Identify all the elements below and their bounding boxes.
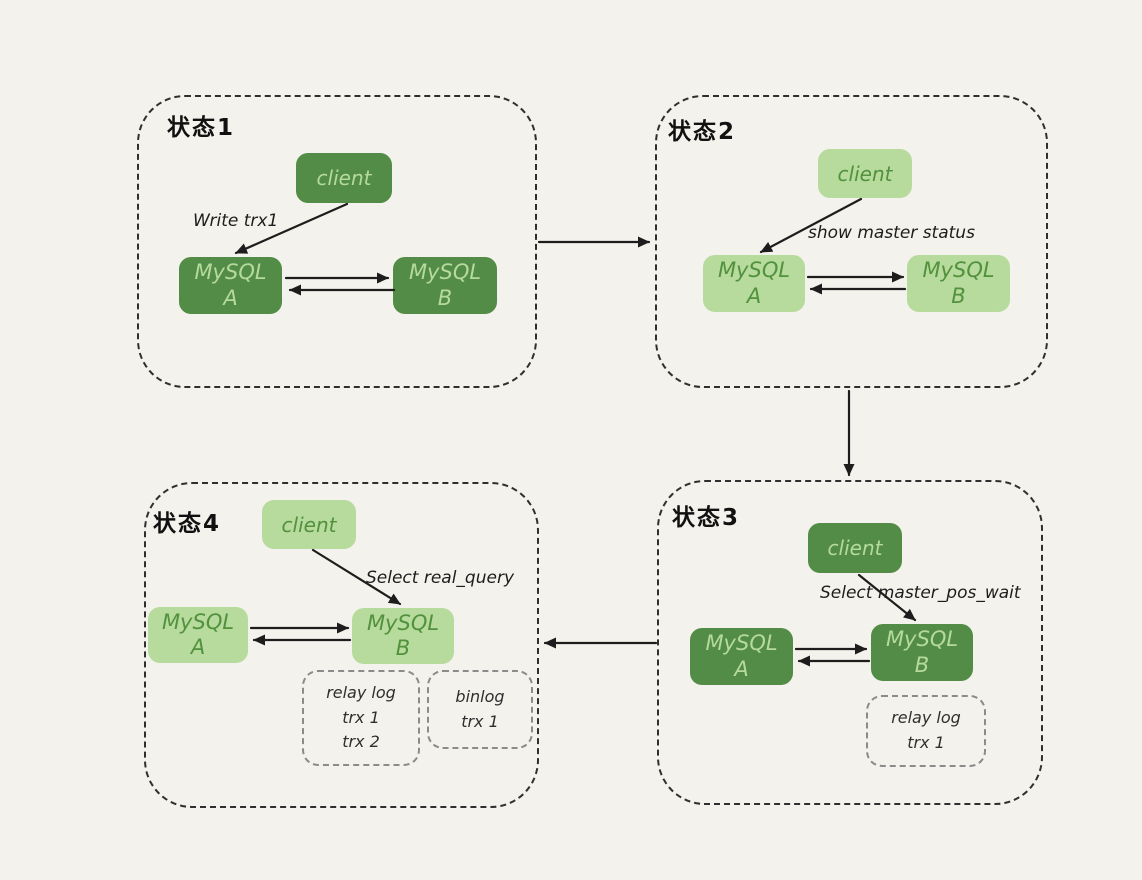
mysql-name: MySQL — [161, 609, 235, 634]
state4-client-node: client — [262, 500, 356, 549]
state2-panel — [655, 95, 1048, 388]
mysql-name: MySQL — [705, 631, 778, 656]
state3-title: 状态3 — [672, 505, 741, 531]
mysql-id: A — [734, 656, 749, 681]
mysql-id: B — [437, 285, 453, 310]
state2-title: 状态2 — [668, 119, 737, 145]
state2-action-label: show master status — [808, 223, 975, 243]
log-title: binlog — [455, 686, 505, 706]
mysql-name: MySQL — [194, 260, 267, 285]
state3-client-node: client — [808, 523, 902, 573]
state1-mysql-a-node: MySQL A — [179, 257, 282, 314]
state3-mysql-a-node: MySQL A — [690, 628, 793, 685]
state1-title: 状态1 — [167, 115, 236, 141]
state1-panel — [137, 95, 537, 388]
state4-binlog-box: binlog trx 1 — [427, 670, 533, 749]
state4-relay-log-box: relay log trx 1 trx 2 — [302, 670, 420, 766]
state2-client-node: client — [818, 149, 912, 198]
log-title: relay log — [891, 708, 961, 728]
mysql-id: A — [190, 635, 206, 659]
mysql-id: B — [914, 652, 930, 677]
state1-client-node: client — [296, 153, 392, 203]
log-entry: trx 2 — [342, 732, 380, 752]
state4-action-label: Select real_query — [366, 568, 515, 588]
state4-mysql-a-node: MySQL A — [148, 607, 248, 663]
state1-action-label: Write trx1 — [193, 211, 279, 231]
mysql-id: B — [395, 636, 411, 660]
state3-panel — [657, 480, 1043, 805]
mysql-name: MySQL — [408, 260, 482, 285]
client-label: client — [281, 512, 337, 537]
state1-mysql-b-node: MySQL B — [393, 257, 497, 314]
state2-mysql-a-node: MySQL A — [703, 255, 805, 312]
state3-action-label: Select master_pos_wait — [820, 583, 1021, 603]
state4-mysql-b-node: MySQL B — [352, 608, 454, 664]
mysql-name: MySQL — [366, 610, 440, 635]
client-label: client — [827, 536, 883, 560]
mysql-name: MySQL — [717, 258, 791, 283]
log-entry: trx 1 — [461, 711, 499, 731]
state3-relay-log-box: relay log trx 1 — [866, 695, 986, 767]
state4-panel — [144, 482, 539, 808]
client-label: client — [316, 166, 372, 190]
client-label: client — [837, 161, 893, 186]
mysql-name: MySQL — [922, 258, 995, 283]
mysql-name: MySQL — [885, 627, 959, 652]
mysql-id: B — [951, 283, 966, 308]
state2-mysql-b-node: MySQL B — [907, 255, 1010, 312]
log-entry: trx 1 — [342, 707, 380, 727]
state4-title: 状态4 — [153, 511, 222, 537]
log-entry: trx 1 — [907, 733, 945, 752]
mysql-id: A — [746, 283, 762, 308]
mysql-id: A — [223, 285, 238, 310]
state3-mysql-b-node: MySQL B — [871, 624, 973, 681]
log-title: relay log — [326, 682, 396, 702]
